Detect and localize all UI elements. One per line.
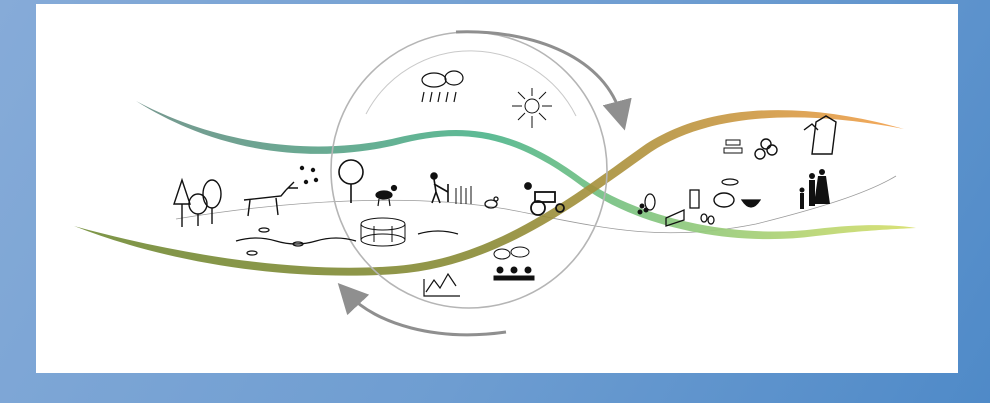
family-icon — [799, 169, 830, 209]
sun-icon — [512, 88, 552, 128]
market-chart-icon — [423, 272, 460, 297]
cycle-arrow-top — [455, 30, 632, 131]
bowl-icon — [740, 199, 762, 208]
grapes-pineapple-icon — [637, 193, 656, 215]
diagram-panel — [36, 4, 958, 373]
fish-food-icon — [721, 178, 739, 186]
bread-icon — [713, 192, 735, 208]
ecosystem-cycle-diagram — [74, 30, 916, 337]
farmer-digging-icon — [430, 172, 449, 204]
band-top — [136, 101, 916, 240]
logs-icon — [754, 138, 778, 160]
chicken-icon — [484, 196, 499, 209]
fish-icon — [235, 227, 459, 256]
band-bottom — [74, 110, 904, 276]
milk-cheese-eggs-icon — [665, 189, 715, 227]
bees-icon — [299, 165, 319, 185]
conifer-trees-icon — [173, 177, 222, 227]
tree-icon — [338, 159, 364, 203]
tractor-icon — [524, 182, 565, 216]
clothes-icon — [803, 115, 837, 155]
wheat-icon — [455, 186, 472, 204]
fish-cage-icon — [360, 217, 406, 247]
community-meeting-icon — [493, 246, 535, 281]
cycle-arrow-bottom — [337, 283, 507, 337]
rain-storm-icon — [421, 70, 464, 103]
cloth-bundle-icon — [723, 139, 743, 154]
deer-icon — [243, 181, 298, 217]
goat-icon — [375, 184, 398, 207]
inner-arc — [365, 50, 577, 117]
ground-line — [175, 175, 897, 234]
